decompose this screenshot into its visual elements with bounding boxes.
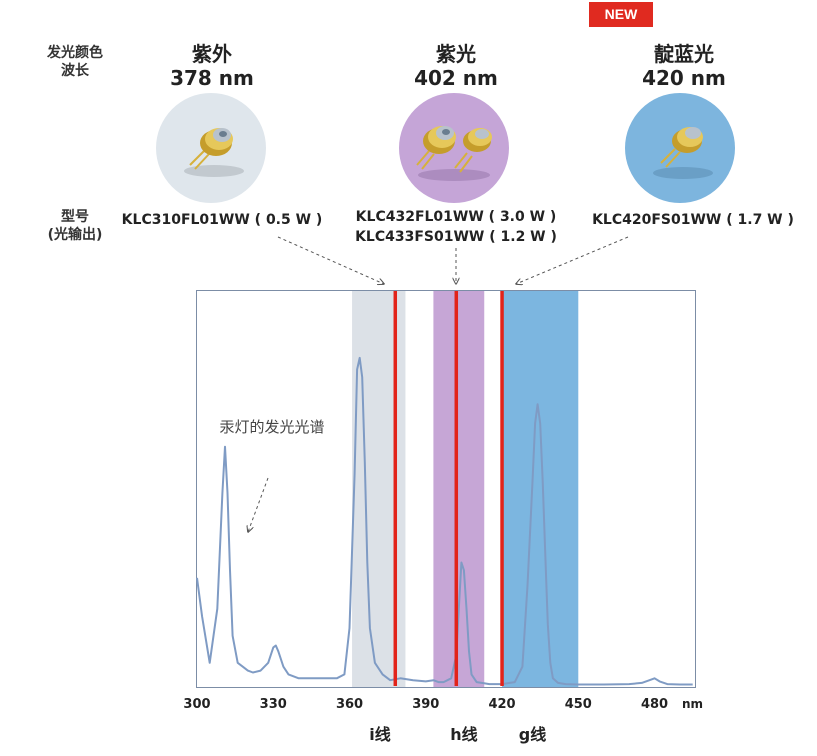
column-uv-name: 紫外 bbox=[192, 42, 232, 66]
model-violet-2: KLC433FS01WW ( 1.2 W ) bbox=[355, 229, 557, 245]
x-tick-label-0: 300 bbox=[183, 697, 211, 712]
band-2 bbox=[502, 291, 579, 687]
x-tick-label-1: 330 bbox=[259, 697, 287, 712]
column-violet-name: 紫光 bbox=[436, 42, 476, 66]
laser-product-image-indigo bbox=[625, 93, 735, 203]
column-indigo-header: 靛蓝光 420 nm bbox=[614, 42, 754, 90]
band-0 bbox=[352, 291, 406, 687]
band-1 bbox=[433, 291, 485, 687]
laser-diode-icon bbox=[184, 128, 244, 177]
band-label-1: h线 bbox=[450, 725, 478, 744]
row-label-output: (光输出) bbox=[47, 227, 103, 243]
arrow-indigo bbox=[516, 236, 629, 284]
column-indigo-name: 靛蓝光 bbox=[654, 42, 714, 66]
model-uv: KLC310FL01WW ( 0.5 W ) bbox=[121, 212, 323, 228]
x-tick-label-6: 480 bbox=[640, 697, 669, 712]
row-label-color-wavelength: 发光颜色 波长 bbox=[30, 44, 120, 80]
band-label-2: g线 bbox=[518, 725, 547, 744]
column-violet-header: 紫光 402 nm bbox=[386, 42, 526, 90]
new-badge: NEW bbox=[589, 2, 653, 27]
x-tick-label-4: 420 bbox=[488, 697, 516, 712]
arrow-uv bbox=[277, 236, 384, 284]
plot-frame bbox=[196, 290, 696, 688]
x-tick-label-5: 450 bbox=[564, 697, 592, 712]
spectrum-annotation: 汞灯的发光光谱 bbox=[219, 418, 325, 436]
model-indigo: KLC420FS01WW ( 1.7 W ) bbox=[592, 212, 794, 228]
column-uv-header: 紫外 378 nm bbox=[142, 42, 282, 90]
laser-diode-icon bbox=[416, 126, 492, 181]
column-uv-wavelength: 378 nm bbox=[170, 66, 254, 90]
x-axis-unit: nm bbox=[682, 697, 704, 711]
row-label-wavelength: 波长 bbox=[61, 63, 89, 79]
laser-product-image-uv bbox=[156, 93, 266, 203]
model-violet-1: KLC432FL01WW ( 3.0 W ) bbox=[355, 209, 557, 225]
band-label-0: i线 bbox=[369, 725, 391, 744]
row-label-model-output: 型号 (光输出) bbox=[30, 208, 120, 244]
row-label-model: 型号 bbox=[61, 209, 89, 225]
row-label-color: 发光颜色 bbox=[47, 45, 103, 61]
x-tick-label-2: 360 bbox=[335, 697, 364, 712]
spectrum-line-0 bbox=[196, 356, 693, 686]
laser-product-image-violet bbox=[399, 93, 509, 203]
column-indigo-wavelength: 420 nm bbox=[642, 66, 726, 90]
x-tick-label-3: 390 bbox=[412, 697, 440, 712]
column-violet-wavelength: 402 nm bbox=[414, 66, 498, 90]
laser-diode-icon bbox=[653, 127, 713, 179]
